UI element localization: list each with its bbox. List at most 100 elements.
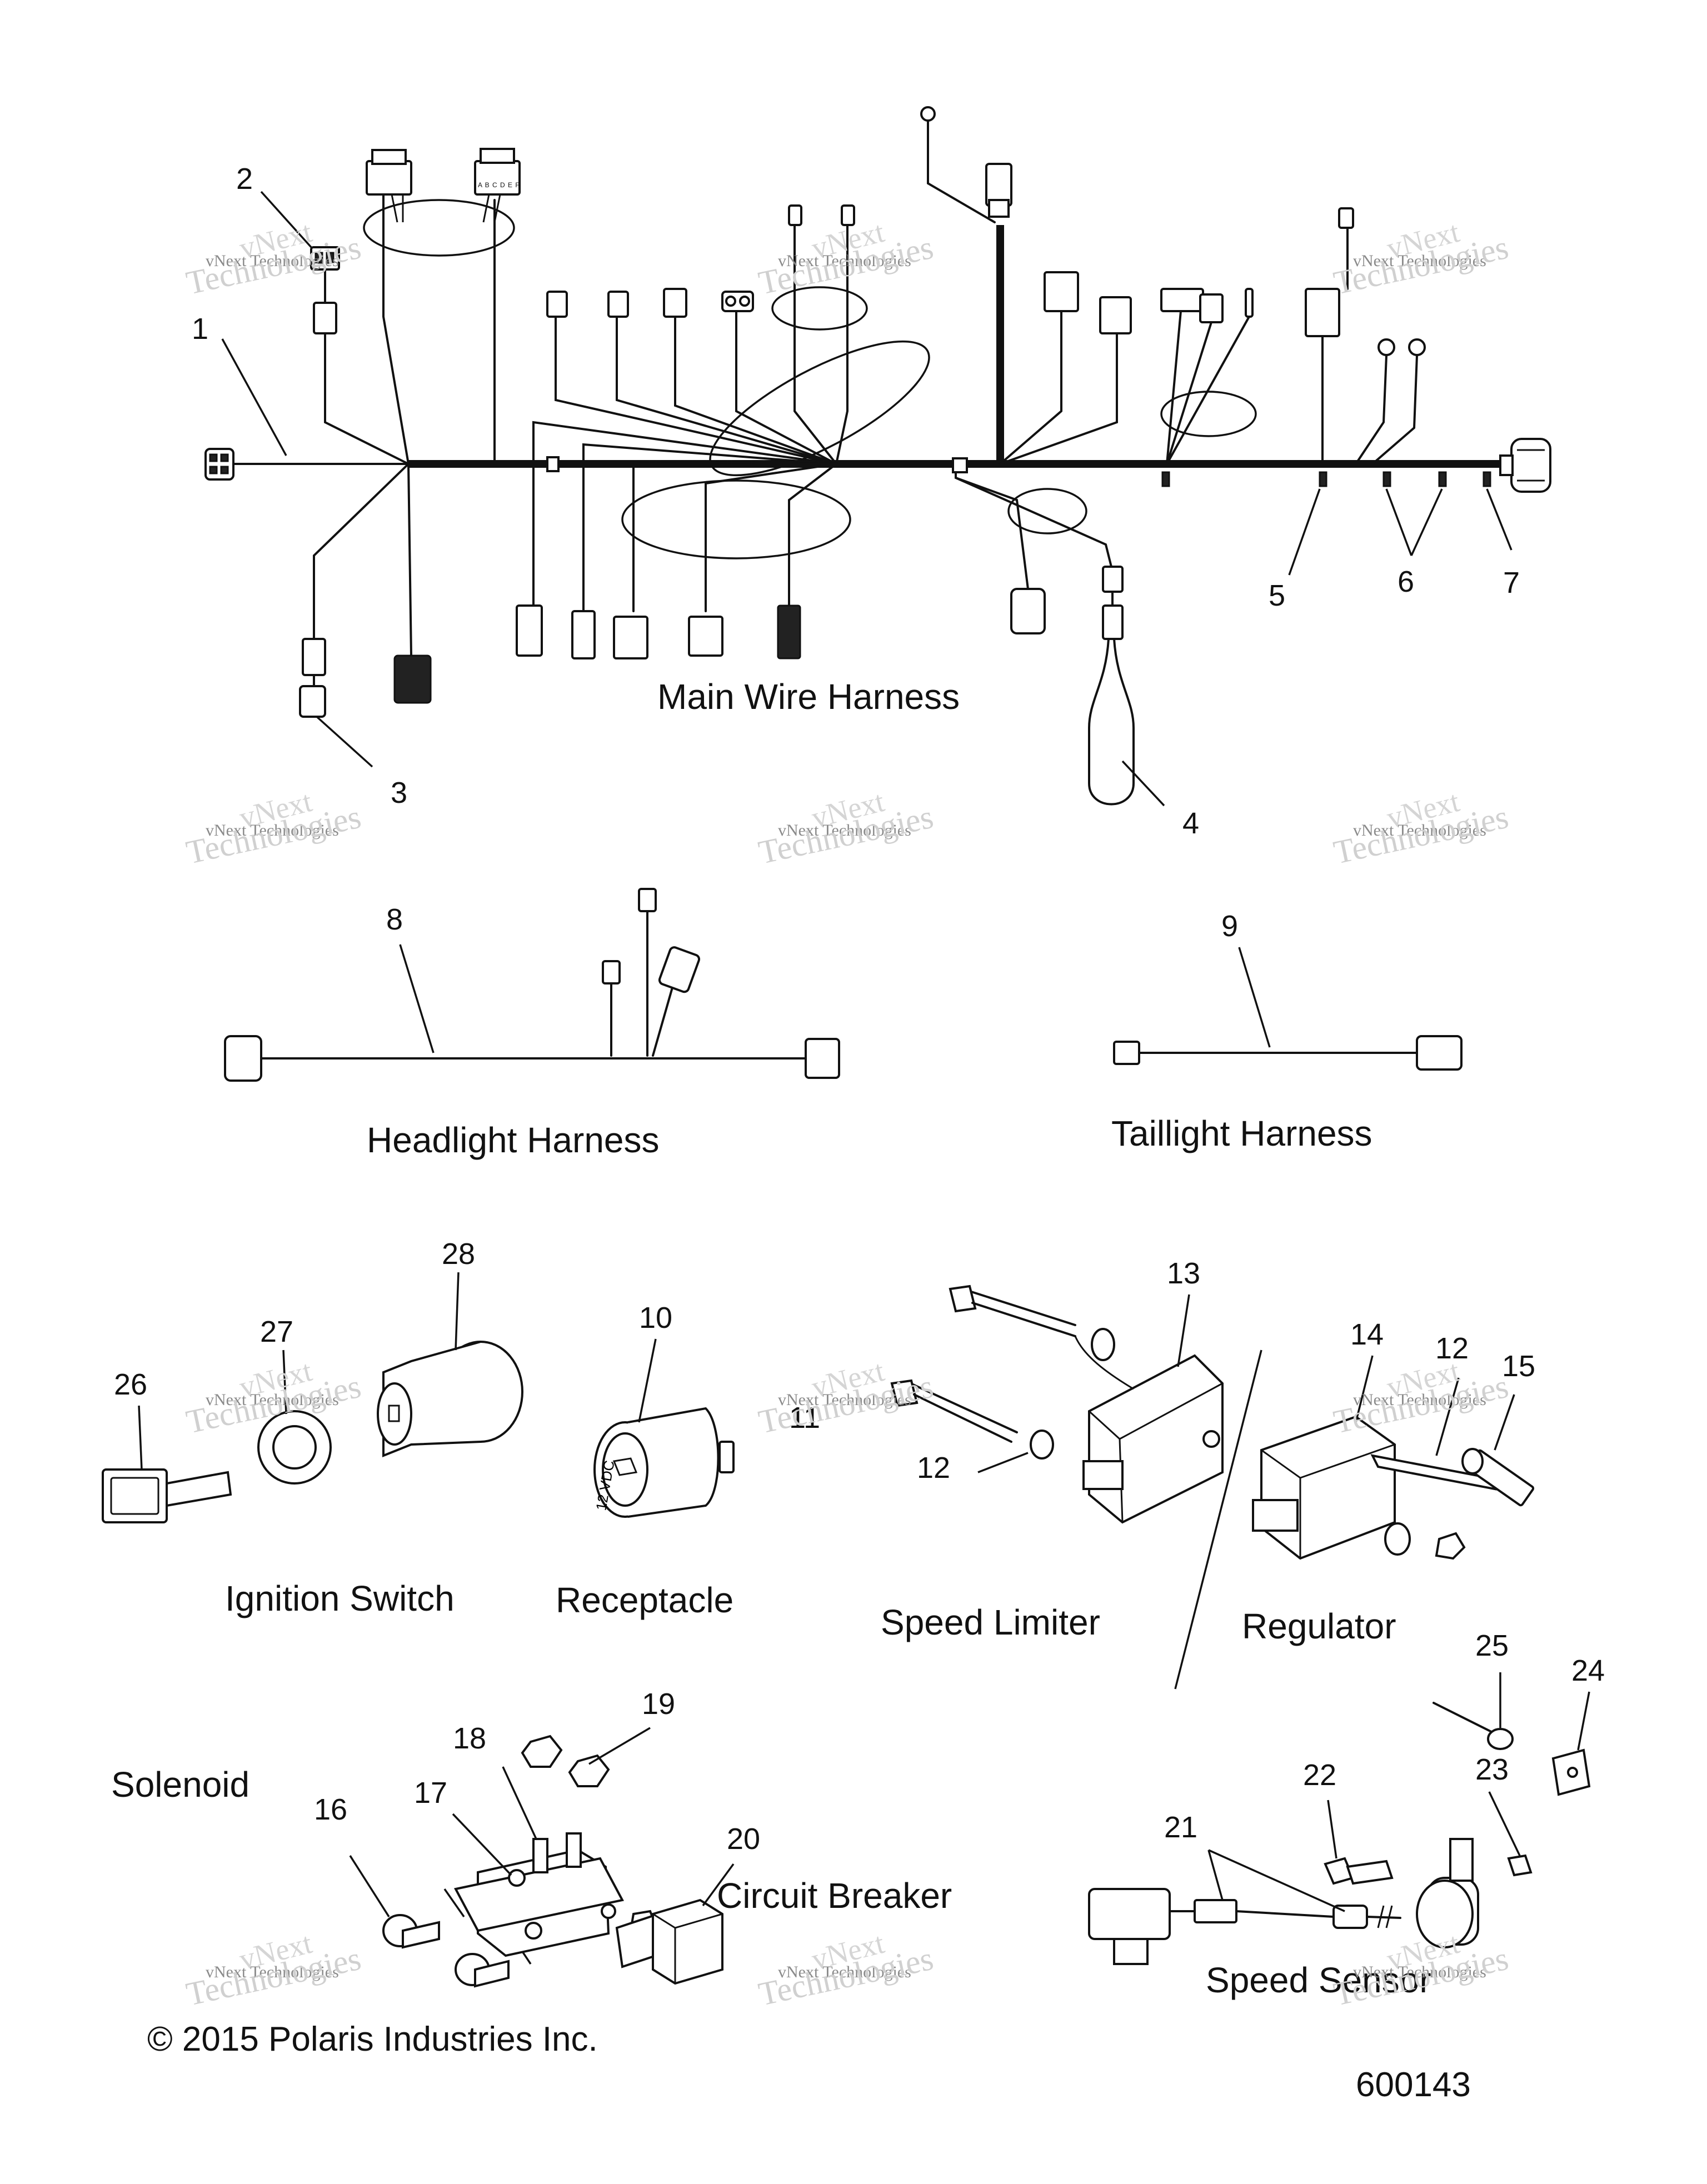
- connector-pin-marking: A B C D E F: [478, 181, 520, 189]
- main-wire-harness: [204, 106, 1551, 806]
- callout-6: 6: [1397, 565, 1415, 598]
- callout-5: 5: [1269, 579, 1286, 612]
- circuit-breaker-title: Circuit Breaker: [717, 1876, 952, 1916]
- speed-sensor-title: Speed Sensor: [1206, 1960, 1431, 2000]
- grommet-7: [1483, 471, 1491, 487]
- ring-terminal-6b: [1408, 338, 1426, 356]
- speed-limiter-title: Speed Limiter: [881, 1602, 1100, 1642]
- main-harness-connector-l: [1338, 207, 1354, 229]
- relay-connector-lower: [302, 638, 326, 676]
- taillight-harness: [1113, 1035, 1463, 1071]
- callout-27: 27: [260, 1315, 294, 1348]
- bolt-11: [890, 1379, 919, 1407]
- solenoid-nut-1: [521, 1735, 563, 1768]
- callout-14: 14: [1350, 1318, 1384, 1351]
- main-harness-connector-u: [1102, 566, 1124, 593]
- speed-limiter: [890, 1285, 1224, 1524]
- callout-9: 9: [1221, 909, 1239, 943]
- taillight-harness-title: Taillight Harness: [1111, 1113, 1372, 1153]
- main-harness-connector-k: [1245, 288, 1254, 318]
- callout-20: 20: [727, 1822, 761, 1856]
- ignition-switch: [102, 1341, 523, 1523]
- callout-22: 22: [1303, 1758, 1337, 1792]
- headlight-harness: [224, 888, 840, 1082]
- grommet-6b: [1438, 471, 1447, 487]
- main-harness-connector-n: [516, 604, 543, 657]
- callout-25: 25: [1475, 1629, 1509, 1662]
- callout-12-regulator: 12: [1435, 1332, 1469, 1365]
- main-harness-connector-c: [663, 288, 687, 318]
- regulator-washer: [1384, 1522, 1411, 1556]
- solenoid-nut-2: [568, 1754, 610, 1787]
- drawing-number: 600143: [1356, 2066, 1471, 2104]
- callout-21: 21: [1164, 1811, 1198, 1844]
- regulator: [1252, 1415, 1535, 1560]
- speed-sensor-connector: [1088, 1888, 1171, 1940]
- grommet-5: [1319, 471, 1327, 487]
- speed-sensor-nut: [1507, 1854, 1533, 1877]
- washer-upper: [1091, 1328, 1115, 1361]
- callout-26: 26: [114, 1368, 148, 1401]
- receptacle-title: Receptacle: [556, 1580, 734, 1620]
- main-harness-connector-s: [393, 654, 432, 704]
- callout-12-speed-limiter: 12: [917, 1451, 951, 1485]
- main-harness-connector-top-2: [474, 160, 521, 196]
- main-harness-connector-p: [613, 616, 648, 659]
- callout-7: 7: [1503, 566, 1520, 599]
- circuit-breaker-body: [652, 1898, 723, 1985]
- headlight-harness-title: Headlight Harness: [367, 1120, 660, 1160]
- wire-tie-25: [1487, 1728, 1514, 1750]
- callout-13: 13: [1167, 1257, 1201, 1290]
- circuit-breaker: [615, 1898, 723, 1985]
- callout-17: 17: [414, 1776, 448, 1810]
- regulator-title: Regulator: [1242, 1606, 1396, 1646]
- callout-11: 11: [789, 1401, 821, 1435]
- main-harness-connector-q: [688, 616, 723, 657]
- main-harness-connector-o: [571, 610, 596, 659]
- solenoid-title: Solenoid: [111, 1765, 250, 1805]
- relay-connector: [313, 302, 337, 334]
- main-harness-end-connector-right: [1510, 438, 1551, 493]
- main-harness-connector-e: [788, 204, 802, 226]
- callout-28: 28: [442, 1237, 476, 1271]
- callout-19: 19: [642, 1687, 676, 1721]
- regulator-bolt-head: [1461, 1448, 1484, 1475]
- main-harness-connector-b: [607, 291, 629, 318]
- grommet-6a: [1382, 471, 1391, 487]
- main-harness-connector-g: [1044, 271, 1079, 312]
- main-harness-connector-h: [1099, 296, 1132, 334]
- main-harness-end-connector-left: [204, 448, 234, 481]
- washer-12: [1030, 1430, 1054, 1460]
- item-3-connector: [299, 685, 326, 718]
- callout-2: 2: [236, 162, 253, 196]
- ring-terminal-6a: [1377, 338, 1395, 356]
- main-harness-connector-j: [1199, 293, 1224, 323]
- main-harness-connector-i: [1160, 288, 1204, 312]
- callout-3: 3: [391, 776, 408, 809]
- headlight-harness-connector-right: [805, 1038, 840, 1079]
- regulator-nut: [1435, 1532, 1466, 1560]
- speed-sensor-probe: [1449, 1838, 1474, 1882]
- callout-15: 15: [1502, 1350, 1536, 1383]
- solenoid: [382, 1735, 625, 1988]
- fuse-holder-4: [1088, 638, 1135, 806]
- headlight-harness-connector-left: [224, 1035, 262, 1082]
- callout-8: 8: [386, 903, 403, 936]
- callout-10: 10: [639, 1301, 673, 1335]
- main-harness-connector-top-1: [366, 160, 412, 196]
- taillight-harness-connector-right: [1416, 1035, 1463, 1071]
- ring-terminal-top: [920, 106, 936, 122]
- callout-23: 23: [1475, 1753, 1509, 1786]
- callout-24: 24: [1571, 1654, 1605, 1687]
- main-harness-connector-a: [546, 291, 568, 318]
